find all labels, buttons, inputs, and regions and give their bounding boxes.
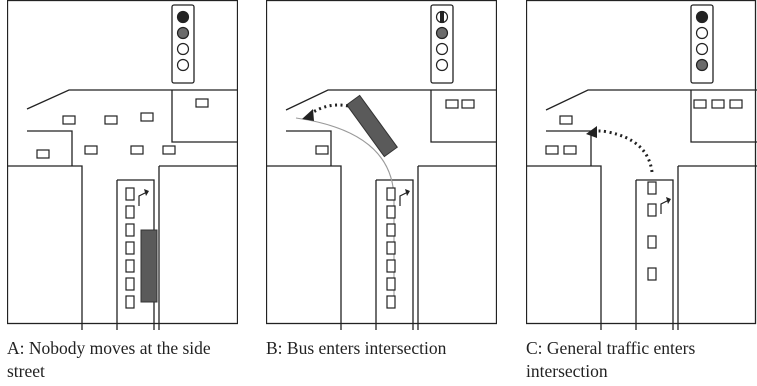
bus-lane [635,179,674,330]
panel-a [7,0,238,330]
right-turn-arrow-a [138,191,148,206]
right-turn-arrow-c [660,199,670,214]
right-turn-arrow-head-c [666,197,671,204]
side-street-lower-edge [526,165,602,330]
cars-a [36,98,209,159]
bus-turn-arrow [309,103,349,116]
bus-b [346,94,398,158]
bus-lane [375,179,414,330]
caption-b: B: Bus enters intersection [266,338,447,358]
cars-c [545,99,743,155]
bus-lane-queue-c [647,181,657,281]
panel-b-diagram [266,0,497,330]
bus-lane-queue-b [386,187,396,309]
panel-frame [526,0,757,325]
intersection-corner-upper [690,90,757,143]
side-street-upper-edge [27,130,73,166]
caption-c: C: General traffic enters intersection [526,338,696,381]
panel-c [526,0,757,330]
caption-a: A: Nobody moves at the side street [7,338,211,381]
cars-b [315,99,475,155]
top-road-edge [285,89,497,111]
bus-a [140,229,158,303]
top-road-edge [545,89,757,111]
traffic-signal-a [171,4,195,84]
panel-b [266,0,497,330]
side-street-lower-edge [7,165,83,330]
top-road-edge [26,89,238,110]
intersection-corner-upper [171,90,238,143]
traffic-turn-arrow-head [586,126,597,138]
panel-frame [7,0,238,325]
traffic-signal-c [690,4,714,84]
traffic-turn-arrow [591,129,654,173]
panel-frame [266,0,497,325]
right-turn-arrow-head-b [405,189,410,196]
bus-turn-arrow-head [302,109,314,121]
side-street-lower-edge [266,165,342,330]
bus-lane-queue-a [125,187,135,309]
right-turn-arrow-head-a [144,189,149,196]
right-turn-arrow-b [399,191,409,206]
traffic-signal-b [430,4,454,84]
panel-c-diagram [526,0,757,330]
side-street-upper-edge [286,130,332,166]
panel-a-diagram [7,0,238,330]
intersection-corner-upper [430,90,497,143]
